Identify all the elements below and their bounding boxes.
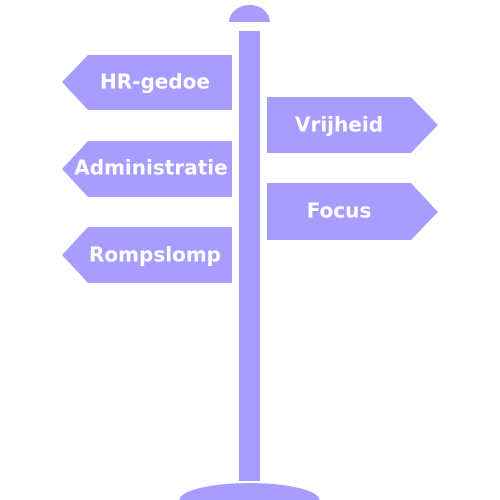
sign-vrijheid-label: Vrijheid	[295, 113, 383, 137]
sign-hr-gedoe: HR-gedoe	[62, 55, 232, 110]
sign-rompslomp-board	[62, 227, 232, 283]
sign-focus: Focus	[267, 183, 438, 240]
post-base	[179, 483, 320, 500]
sign-vrijheid: Vrijheid	[267, 97, 438, 153]
sign-rompslomp-label: Rompslomp	[89, 243, 221, 267]
post-cap	[229, 5, 270, 23]
sign-administratie-label: Administratie	[74, 156, 227, 180]
sign-vrijheid-board	[267, 97, 438, 153]
sign-rompslomp: Rompslomp	[62, 227, 232, 283]
sign-focus-board	[267, 183, 438, 240]
sign-administratie: Administratie	[62, 141, 232, 197]
sign-focus-label: Focus	[307, 199, 372, 223]
post-pole	[239, 31, 260, 481]
sign-administratie-board	[62, 141, 232, 197]
sign-hr-gedoe-board	[62, 55, 232, 110]
sign-hr-gedoe-label: HR-gedoe	[100, 70, 210, 94]
